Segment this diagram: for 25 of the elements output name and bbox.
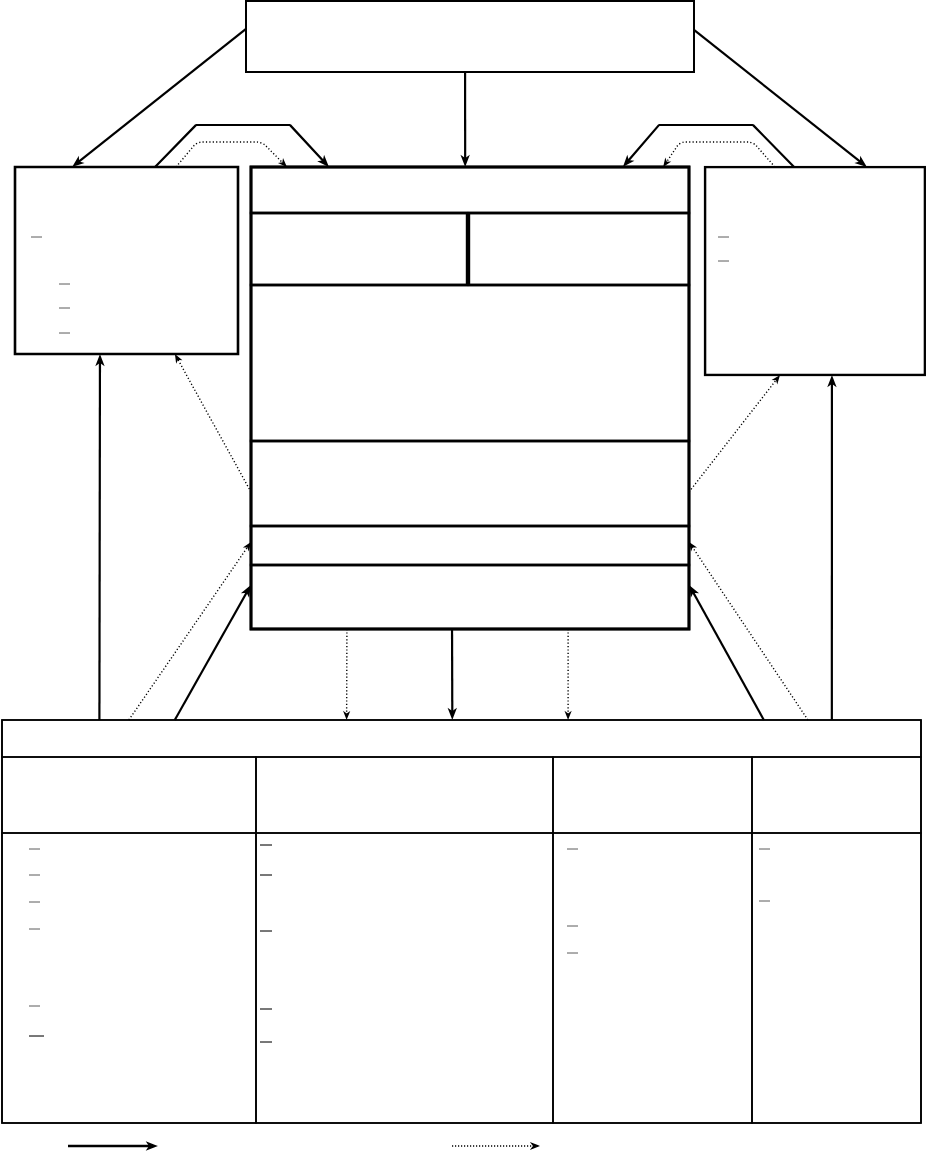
box (13, 165, 240, 356)
table-cell (255, 832, 554, 1124)
box-section (249, 283, 691, 443)
dotted-arrow (663, 141, 776, 168)
dotted-arrow (688, 375, 780, 493)
table-cell (751, 832, 922, 1124)
box-section (249, 211, 469, 287)
dotted-arrow (175, 141, 287, 168)
box (249, 165, 691, 631)
box-section (249, 439, 691, 528)
table-cell (1, 832, 257, 1124)
box-section (467, 211, 691, 287)
table-cell (552, 832, 753, 1124)
table-cell (1, 719, 922, 758)
box (245, 0, 695, 73)
box-section (249, 563, 691, 631)
table-cell (1, 756, 257, 834)
table-cell (552, 756, 753, 834)
box-section (249, 524, 691, 567)
box-section (249, 165, 691, 215)
box (703, 165, 926, 377)
dotted-arrow (128, 542, 251, 721)
dotted-arrow (689, 542, 809, 721)
table-cell (255, 756, 554, 834)
table-cell (751, 756, 922, 834)
